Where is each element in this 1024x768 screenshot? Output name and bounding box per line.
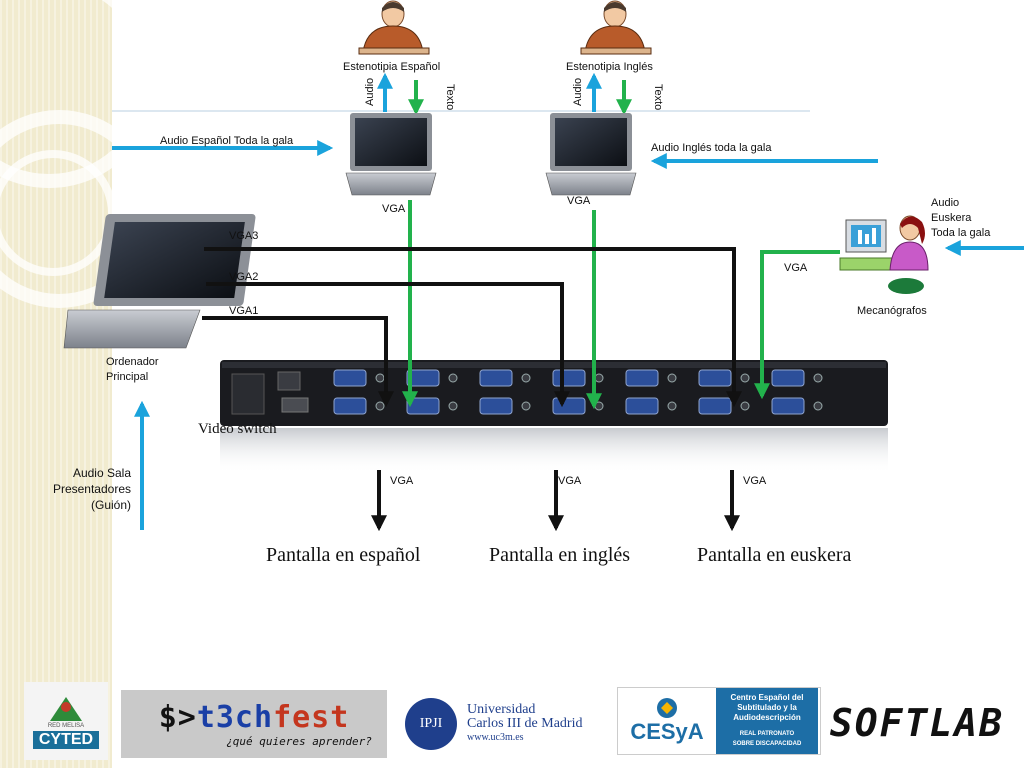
cyted-logo: RED MELISA CYTED <box>24 682 108 760</box>
vga-port <box>552 397 586 415</box>
audio-jack <box>375 401 385 411</box>
laptop-spanish-icon <box>345 113 437 196</box>
audio-jack <box>740 373 750 383</box>
softlab-logo: SOFTLAB <box>829 701 1005 745</box>
vga3-label: VGA3 <box>229 230 259 242</box>
audio-jack <box>375 373 385 383</box>
uc3m-logo: IPJI Universidad Carlos III de Madrid ww… <box>405 692 605 756</box>
audio-jack <box>667 373 677 383</box>
uc3m-seal-icon: IPJI <box>405 698 457 750</box>
audio-jack <box>594 373 604 383</box>
operator-english-icon <box>580 0 652 55</box>
audio-es-label: Audio Español Toda la gala <box>160 135 294 147</box>
vga-port <box>771 369 805 387</box>
vga-port <box>333 369 367 387</box>
laptop-english-icon <box>545 113 637 196</box>
audio-jack <box>448 373 458 383</box>
vga-port <box>625 369 659 387</box>
audio-jack <box>740 401 750 411</box>
audio-en-label: Audio Inglés toda la gala <box>651 142 772 154</box>
screen-english-label: Pantalla en inglés <box>489 544 631 566</box>
vga2-label: VGA2 <box>229 271 259 283</box>
vga-port <box>698 369 732 387</box>
out-vga-label-en: VGA <box>558 475 582 487</box>
vga-port <box>698 397 732 415</box>
laptop-main-icon <box>63 214 256 349</box>
audio-jack <box>521 373 531 383</box>
audio-label-en: Audio <box>572 77 584 106</box>
decorative-sidebar <box>0 0 112 768</box>
vga-port <box>406 369 440 387</box>
operator-spanish-label: Estenotipia Español <box>343 61 441 73</box>
video-switch-label: Video switch <box>198 421 277 437</box>
vga-label-typists: VGA <box>784 262 808 274</box>
cesya-emblem-icon <box>657 698 677 718</box>
vga1-label: VGA1 <box>229 305 259 317</box>
text-label-en: Texto <box>652 84 664 111</box>
out-vga-label-es: VGA <box>390 475 414 487</box>
vga-port <box>479 397 513 415</box>
screen-basque-label: Pantalla en euskera <box>697 544 852 566</box>
text-label-es: Texto <box>444 84 456 111</box>
vga-label-laptop-en: VGA <box>567 195 591 207</box>
audio-label-es: Audio <box>364 77 376 106</box>
vga-port <box>333 397 367 415</box>
audio-jack <box>813 373 823 383</box>
audio-jack <box>448 401 458 411</box>
out-vga-label-eu: VGA <box>743 475 767 487</box>
vga-port <box>479 369 513 387</box>
audio-jack <box>667 401 677 411</box>
typist-icon <box>839 215 929 294</box>
vga3-line <box>204 247 742 408</box>
operator-english-label: Estenotipia Inglés <box>566 61 653 73</box>
t3chfest-logo: $>t3chfest ¿qué quieres aprender? <box>121 690 387 758</box>
vga-port <box>771 397 805 415</box>
audio-jack <box>521 401 531 411</box>
audio-jack <box>813 401 823 411</box>
operator-spanish-icon <box>358 0 430 55</box>
sponsor-logos: RED MELISA CYTED $>t3chfest ¿qué quieres… <box>20 680 1010 764</box>
screen-spanish-label: Pantalla en español <box>266 544 421 566</box>
vga1-line <box>202 316 394 408</box>
audio-jack <box>594 401 604 411</box>
vga-port <box>552 369 586 387</box>
vga-port <box>625 397 659 415</box>
vga-green-eu <box>754 250 840 400</box>
vga2-line <box>206 282 570 408</box>
cyted-emblem-icon <box>50 697 82 721</box>
typists-label: Mecanógrafos <box>857 305 927 317</box>
vga-label-laptop-es: VGA <box>382 203 406 215</box>
